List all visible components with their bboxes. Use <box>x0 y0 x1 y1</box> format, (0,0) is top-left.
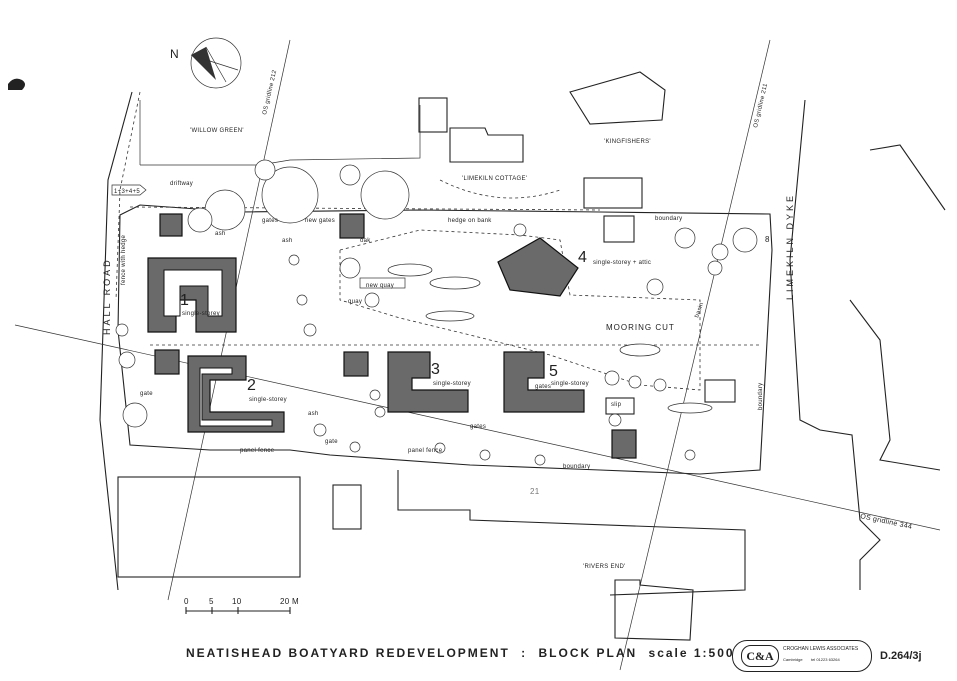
unit-2-desc: single-storey <box>249 397 287 403</box>
boathouse <box>704 379 736 403</box>
quay-label: quay <box>348 299 362 305</box>
os-212-label: OS gridline 212 <box>262 69 278 115</box>
track-curve <box>439 179 561 199</box>
unit-2-number: 2 <box>247 377 256 394</box>
gates-label-1: gates <box>262 218 278 224</box>
unit-3-building <box>387 351 469 413</box>
house-outline <box>583 177 643 209</box>
oak-label: oak <box>360 238 371 244</box>
access-sign: 1+3+4+5 <box>111 184 147 196</box>
unit-3-desc: single-storey <box>433 381 471 387</box>
scale-bar: 0 5 10 20 M <box>184 597 299 614</box>
ash-label-3: ash <box>308 411 319 417</box>
limekiln-cottage-label: 'LIMEKILN COTTAGE' <box>462 176 527 182</box>
dyke-east-bank <box>849 299 941 471</box>
unit-5-number: 5 <box>549 363 558 380</box>
logo-telephone: tel 01223 63264 <box>811 657 840 662</box>
new-quay-label: new quay <box>366 283 394 289</box>
unit-2-building <box>187 355 285 433</box>
gate-label-1: gate <box>140 391 153 397</box>
croghan-lewis-logo: C&A CROGHAN LEWIS ASSOCIATES Cambridge t… <box>732 640 872 672</box>
unit-1-number: 1 <box>180 292 189 309</box>
drawing-title: NEATISHEAD BOATYARD REDEVELOPMENT : BLOC… <box>186 646 741 660</box>
rivers-end-house <box>614 579 694 641</box>
ash-label-1: ash <box>215 231 226 237</box>
unit-5-desc: single-storey <box>551 381 589 387</box>
rivers-end-label: 'RIVERS END' <box>583 564 626 570</box>
house-outline <box>449 127 524 163</box>
north-arrow-icon: N <box>170 37 242 89</box>
willow-green-plot <box>139 100 421 166</box>
unit-1-building <box>147 257 237 333</box>
project-title: NEATISHEAD BOATYARD REDEVELOPMENT <box>186 646 510 660</box>
boat <box>667 402 713 414</box>
boat <box>425 310 475 322</box>
kingfishers-label: 'KINGFISHERS' <box>604 139 651 145</box>
plot-21-label: 21 <box>530 487 540 496</box>
fence-with-hedge-label: fence with hedge <box>121 234 127 285</box>
unit-4-number: 4 <box>578 249 587 266</box>
unit-3-number: 3 <box>431 361 440 378</box>
boat <box>387 263 433 277</box>
southern-plot <box>117 476 301 578</box>
scale-label: scale 1:500 <box>648 646 735 660</box>
dyke-east-bank <box>869 144 946 211</box>
scale-tick-20: 20 M <box>280 597 299 606</box>
hedge-on-bank-label: hedge on bank <box>448 218 492 224</box>
boat <box>619 343 661 357</box>
slip-structure <box>605 397 635 415</box>
limekiln-dyke-label: LIMEKILN DYKE <box>785 193 795 300</box>
dyke-west-bank <box>789 99 881 590</box>
willow-green-label: 'WILLOW GREEN' <box>190 128 244 134</box>
gates-label-2: gates <box>470 424 486 430</box>
os-211-label: OS gridline 211 <box>753 82 769 128</box>
logo-town: Cambridge <box>783 657 803 662</box>
tree-icon <box>115 159 758 466</box>
logo-mark: C&A <box>741 645 779 667</box>
outbuilding <box>332 484 362 530</box>
gate-label-2: gate <box>325 439 338 445</box>
unit-4-building <box>497 237 579 297</box>
north-label: N <box>170 47 179 61</box>
unit-4-desc: single-storey + attic <box>593 260 651 266</box>
site-boundary <box>117 204 773 475</box>
os-gridline-211 <box>619 39 771 671</box>
gates-label-3: gates <box>535 384 551 390</box>
new-quay-platform <box>359 277 406 289</box>
scale-tick-5: 5 <box>209 597 214 606</box>
boundary-label-1: boundary <box>655 216 682 222</box>
boat <box>429 276 481 290</box>
panel-fence-label-2: panel fence <box>408 448 443 454</box>
boundary-label-3: boundary <box>758 383 764 410</box>
panel-fence-label-1: panel fence <box>240 448 275 454</box>
scale-tick-10: 10 <box>232 597 242 606</box>
hall-road-west-edge <box>99 91 133 591</box>
new-gates-label: new gates <box>305 218 335 224</box>
scale-tick-0: 0 <box>184 597 189 606</box>
driftway-label: driftway <box>170 181 193 187</box>
title-separator: : <box>521 646 528 660</box>
unit-1-desc: single-storey <box>182 311 220 317</box>
logo-company-name: CROGHAN LEWIS ASSOCIATES <box>783 646 859 652</box>
unit-5-building <box>503 351 585 413</box>
ash-label-2: ash <box>282 238 293 244</box>
mooring-cut-label: MOORING CUT <box>606 323 675 332</box>
sheet-title: BLOCK PLAN <box>538 646 638 660</box>
garage-building <box>154 213 637 459</box>
slip-label: slip <box>611 402 622 408</box>
house-outline <box>418 97 448 133</box>
basin-label: basin <box>694 302 705 319</box>
drawing-reference: D.264/3j <box>880 650 922 662</box>
kingfishers-house <box>569 71 666 125</box>
binder-hole-icon <box>8 78 25 90</box>
plot-8-label: 8 <box>765 235 770 244</box>
access-sign-label: 1+3+4+5 <box>114 189 140 195</box>
boundary-label-2: boundary <box>563 464 590 470</box>
hall-road-label: HALL ROAD <box>102 257 112 335</box>
rivers-end-plot <box>397 470 746 596</box>
